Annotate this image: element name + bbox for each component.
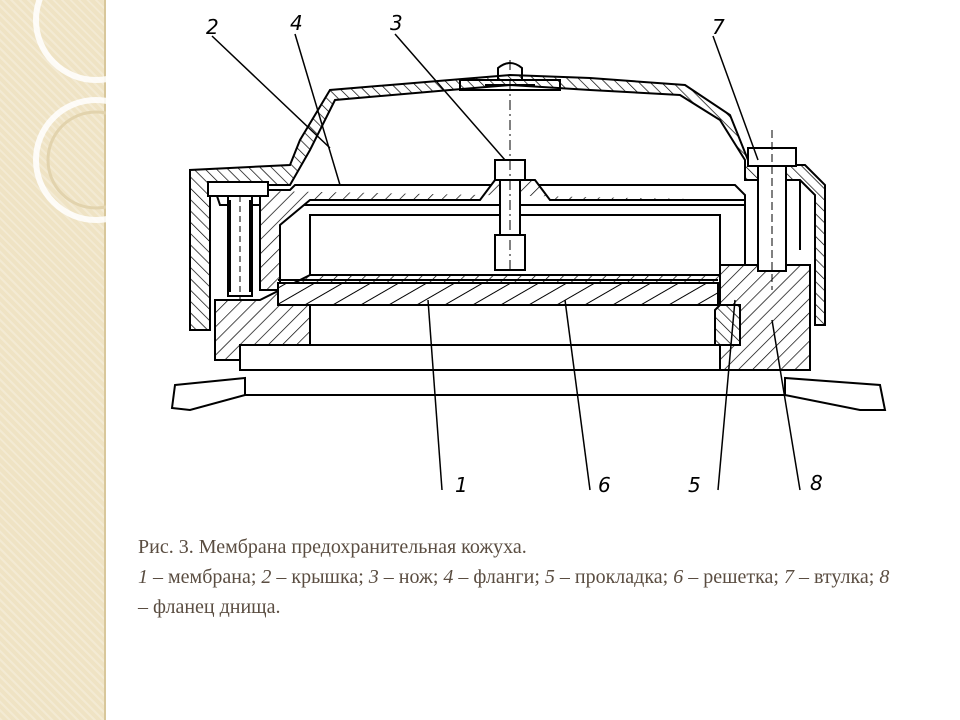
label-7: 7 [712, 15, 725, 39]
membrane-diagram: 2 4 3 7 1 6 5 8 [170, 11, 887, 497]
legend-num: 7 [783, 566, 794, 588]
label-2: 2 [206, 15, 219, 39]
legend-text: – втулка; [793, 566, 880, 588]
caption-title: Рис. 3. Мембрана предохранительная кожух… [138, 536, 527, 558]
label-1: 1 [455, 473, 468, 497]
legend-text: – решетка; [683, 566, 784, 588]
legend-num: 1 [138, 566, 148, 588]
label-8: 8 [810, 471, 823, 495]
legend-num: 8 [879, 566, 890, 588]
figure-caption: Рис. 3. Мембрана предохранительная кожух… [138, 532, 898, 622]
legend-text: – крышка; [271, 566, 369, 588]
legend-num: 4 [443, 566, 454, 588]
label-6: 6 [598, 473, 611, 497]
legend-num: 5 [544, 566, 555, 588]
legend-num: 6 [673, 566, 684, 588]
legend-text: – фланги; [453, 566, 545, 588]
legend-num: 2 [261, 566, 272, 588]
legend-text: – мембрана; [148, 566, 262, 588]
legend-num: 3 [368, 566, 379, 588]
label-4: 4 [290, 11, 303, 35]
side-divider-line [104, 0, 106, 720]
legend-text: – фланец днища. [138, 596, 281, 618]
label-3: 3 [390, 11, 403, 35]
caption-legend: 1 – мембрана; 2 – крышка; 3 – нож; 4 – ф… [138, 562, 898, 622]
label-5: 5 [688, 473, 701, 497]
decorative-circles [33, 0, 106, 223]
legend-text: – прокладка; [554, 566, 674, 588]
legend-text: – нож; [378, 566, 444, 588]
